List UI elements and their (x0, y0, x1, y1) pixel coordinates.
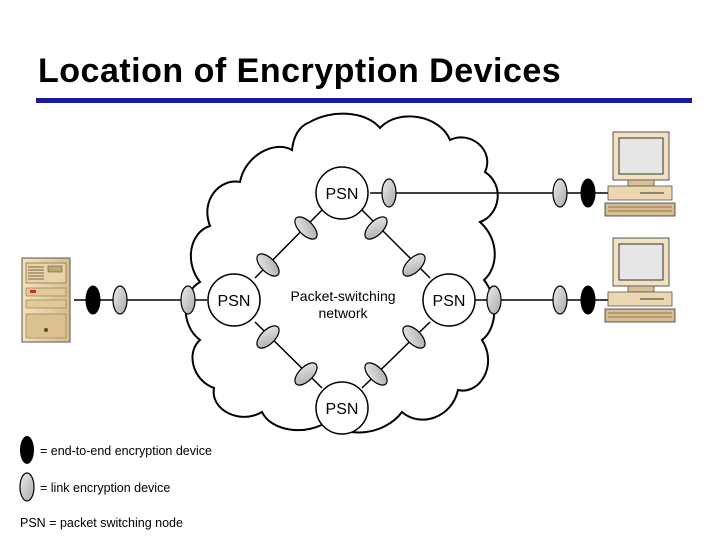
legend-end-to-end-icon (20, 436, 34, 464)
link-encryption-device (381, 178, 397, 208)
computer-icon (604, 131, 676, 217)
psn-node-bottom: PSN (315, 381, 369, 435)
ring-link-devices (112, 178, 568, 386)
link-encryption-device (294, 216, 318, 240)
server-icon (21, 257, 71, 343)
psn-node-right: PSN (422, 273, 476, 327)
title-underline (36, 98, 692, 103)
legend: = end-to-end encryption device = link en… (19, 436, 212, 530)
link-encryption-device (364, 216, 388, 240)
legend-link-text: = link encryption device (40, 481, 170, 495)
link-encryption-device (180, 285, 196, 315)
legend-link-icon (19, 472, 35, 502)
link-encryption-device (552, 285, 568, 315)
psn-label: PSN (326, 401, 359, 418)
legend-end-to-end-text: = end-to-end encryption device (40, 444, 212, 458)
link-encryption-device (402, 253, 426, 277)
legend-psn-note: PSN = packet switching node (20, 516, 183, 530)
end-to-end-encryption-device (580, 285, 596, 315)
psn-label: PSN (326, 186, 359, 203)
link-encryption-device (402, 325, 426, 349)
psn-label: PSN (218, 293, 251, 310)
end-to-end-encryption-device (85, 285, 101, 315)
link-encryption-device (486, 285, 502, 315)
link-encryption-device (364, 362, 388, 386)
psn-label: PSN (433, 293, 466, 310)
link-encryption-device (256, 325, 280, 349)
link-encryption-device (112, 285, 128, 315)
network-label-line2: network (318, 305, 368, 321)
end-to-end-encryption-device (580, 178, 596, 208)
slide-title: Location of Encryption Devices (38, 52, 562, 90)
end-to-end-devices (85, 178, 596, 315)
link-encryption-device (256, 253, 280, 277)
computer-icon (604, 237, 676, 323)
link-encryption-device (294, 362, 318, 386)
psn-node-left: PSN (207, 273, 261, 327)
network-label-line1: Packet-switching (290, 288, 395, 304)
psn-node-top: PSN (315, 166, 369, 220)
link-encryption-device (552, 178, 568, 208)
